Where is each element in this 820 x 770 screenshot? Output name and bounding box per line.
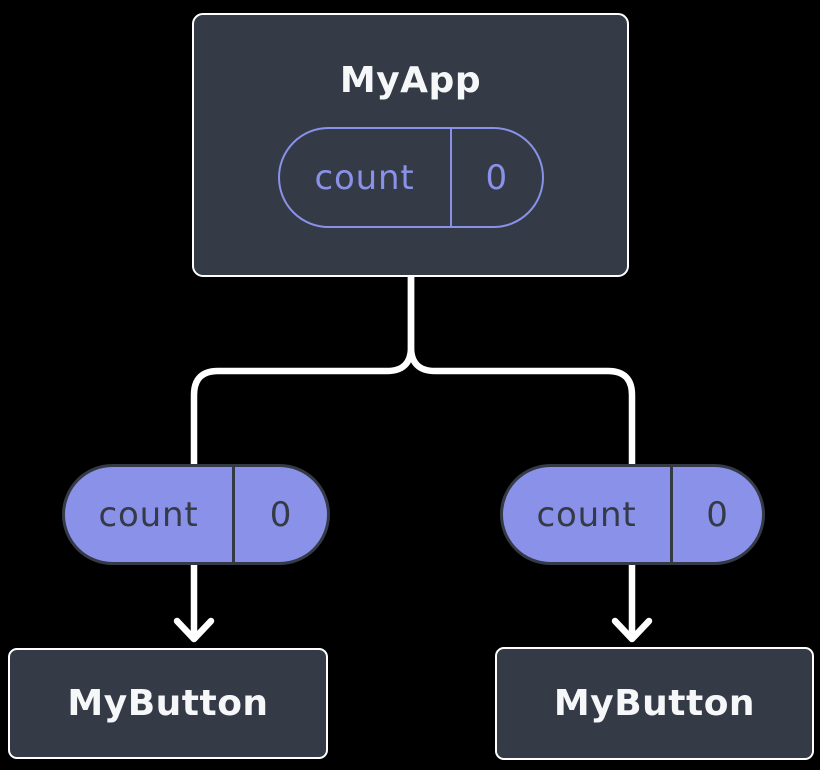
node-mybutton-right-title: MyButton [553,682,756,724]
state-pill-value: 0 [485,157,508,198]
state-pill: count 0 [277,127,544,228]
node-mybutton-left-title: MyButton [67,682,269,724]
node-myapp-title: MyApp [339,60,482,101]
arrow-down-left [173,560,215,643]
connector-branch-left [190,275,415,470]
arrow-head-icon [173,617,215,643]
prop-pill-left-value: 0 [269,494,293,535]
arrow-down-right [611,560,653,643]
prop-pill-right-divider [670,467,673,562]
arrow-head-icon [611,617,653,643]
prop-pill-left-divider [232,467,235,562]
connector-branch-right [407,275,636,470]
node-mybutton-left: MyButton [8,648,328,759]
prop-pill-right-value: 0 [706,494,729,535]
prop-pill-right: count 0 [500,464,765,565]
state-pill-divider [449,129,452,226]
prop-pill-right-label: count [536,494,637,535]
node-mybutton-right: MyButton [495,647,814,760]
node-myapp: MyApp count 0 [192,13,629,277]
prop-pill-left: count 0 [62,464,330,565]
state-pill-label: count [314,157,415,198]
prop-pill-left-label: count [98,494,199,535]
